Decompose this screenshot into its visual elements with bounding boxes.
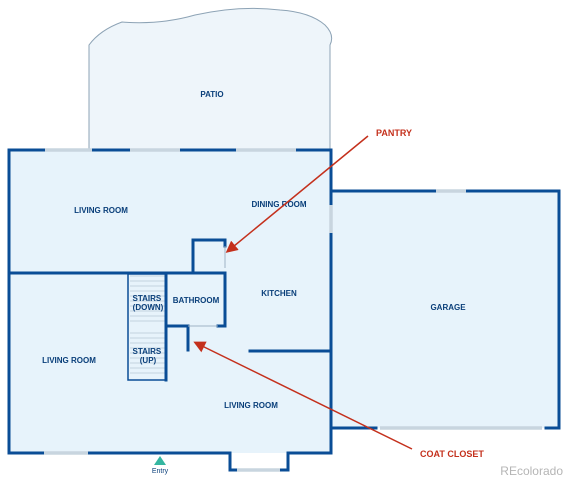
callout-pantry: PANTRY bbox=[376, 128, 412, 138]
coat-closet-callout-arrow bbox=[193, 341, 413, 450]
room-label-living-room-left: LIVING ROOM bbox=[42, 356, 96, 365]
stairs-down-treads bbox=[130, 275, 165, 322]
room-label-living-room-upper: LIVING ROOM bbox=[74, 206, 128, 215]
main-floor-area bbox=[9, 150, 331, 453]
watermark-logo: REcolorado bbox=[500, 464, 563, 478]
pantry-callout-arrow bbox=[225, 135, 369, 253]
room-label-garage: GARAGE bbox=[430, 303, 466, 312]
stairs-down-line2: (DOWN) bbox=[133, 303, 164, 312]
room-label-dining-room: DINING ROOM bbox=[251, 200, 306, 209]
room-label-kitchen: KITCHEN bbox=[261, 289, 297, 298]
door-openings bbox=[188, 246, 226, 327]
garage-floor-area bbox=[331, 191, 559, 428]
stairs-up-treads bbox=[130, 332, 165, 374]
room-label-patio: PATIO bbox=[200, 90, 223, 99]
room-label-living-room-lower: LIVING ROOM bbox=[224, 401, 278, 410]
stairs-up-line1: STAIRS bbox=[133, 347, 162, 356]
room-label-stairs-down: STAIRS (DOWN) bbox=[133, 294, 164, 312]
room-label-stairs-up: STAIRS (UP) bbox=[133, 347, 164, 365]
stairs-up-line2: (UP) bbox=[140, 356, 157, 365]
triangle-up-icon bbox=[154, 456, 166, 465]
callout-coat-closet: COAT CLOSET bbox=[420, 449, 484, 459]
patio-area bbox=[88, 7, 333, 150]
windows bbox=[44, 148, 542, 472]
stairs-down-line1: STAIRS bbox=[133, 294, 162, 303]
room-label-bathroom: BATHROOM bbox=[173, 296, 220, 305]
entry-label: Entry bbox=[152, 468, 169, 475]
